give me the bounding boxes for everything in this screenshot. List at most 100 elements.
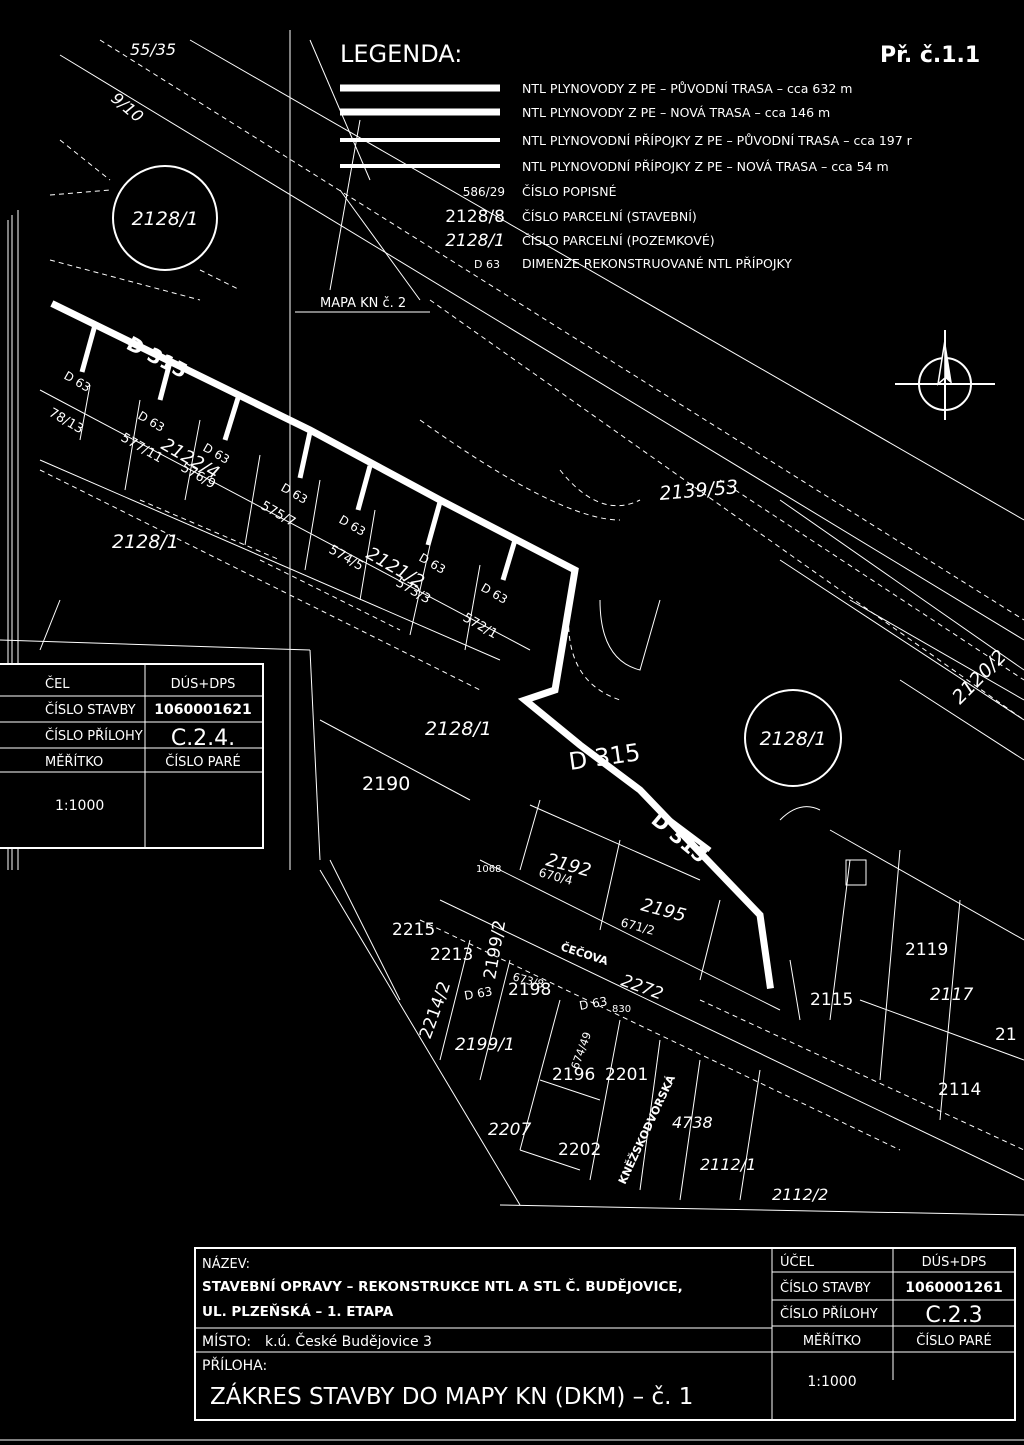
parcel-number: 9/10 bbox=[107, 89, 147, 127]
house-number: 577/11 bbox=[118, 430, 165, 466]
connection-label: D 63 bbox=[279, 480, 311, 506]
parcel-number: 2199/1 bbox=[455, 1035, 515, 1055]
parcel-number: 2190 bbox=[362, 773, 410, 795]
gas-connection bbox=[668, 818, 712, 852]
title-scale-value: 1:1000 bbox=[807, 1374, 856, 1390]
parcel-circle-label: 2128/1 bbox=[132, 208, 199, 230]
parcel-boundaries bbox=[0, 30, 1024, 1216]
parcel-number: 2213 bbox=[430, 945, 473, 965]
parcel-number: 2272 bbox=[618, 971, 665, 1005]
gas-main-route bbox=[50, 300, 774, 989]
left-table-value: C.2.4. bbox=[171, 726, 235, 751]
title-place-label: MÍSTO: bbox=[202, 1333, 251, 1350]
legend-symbol-building-parcel: 2128/8 bbox=[445, 207, 505, 227]
title-block: NÁZEV: STAVEBNÍ OPRAVY – REKONSTRUKCE NT… bbox=[194, 1247, 1016, 1421]
title-building-no-value: 1060001261 bbox=[905, 1280, 1002, 1296]
pipe-label: D 315 bbox=[647, 807, 712, 867]
gas-connection bbox=[425, 501, 443, 546]
north-arrow-icon bbox=[895, 330, 995, 420]
title-purpose-value: DÚS+DPS bbox=[922, 1254, 987, 1270]
connection-label: D 63 bbox=[337, 512, 369, 538]
left-table-label: MĚŘÍTKO bbox=[45, 754, 103, 770]
legend-title: LEGENDA: bbox=[340, 40, 462, 68]
connection-label: D 63 bbox=[578, 994, 608, 1013]
parcel-number: 2112/1 bbox=[700, 1155, 756, 1174]
gas-connection bbox=[79, 324, 98, 373]
parcel-number: 2128/1 bbox=[425, 718, 492, 740]
legend-item-7: ČÍSLO PARCELNÍ (POZEMKOVÉ) bbox=[522, 233, 715, 248]
parcel-number: 2202 bbox=[558, 1140, 601, 1160]
title-attachment-no-label: ČÍSLO PŘÍLOHY bbox=[780, 1306, 878, 1322]
left-title-table: ČEL DÚS+DPS ČÍSLO STAVBY 1060001621 ČÍSL… bbox=[0, 663, 264, 849]
connection-label: D 63 bbox=[62, 368, 94, 394]
parcel-number: 2215 bbox=[392, 920, 435, 940]
parcel-number: 2196 bbox=[552, 1065, 595, 1085]
parcel-number: 2114 bbox=[938, 1080, 981, 1100]
street-label-cecova: ČEČOVA bbox=[559, 940, 610, 968]
gas-pipeline bbox=[50, 300, 774, 989]
sheet-mark: Př. č.1.1 bbox=[880, 43, 980, 68]
legend-item-4: NTL PLYNOVODNÍ PŘÍPOJKY Z PE – NOVÁ TRAS… bbox=[522, 159, 889, 174]
parcel-circle bbox=[744, 689, 842, 787]
parcel-number: 2198 bbox=[508, 980, 551, 1000]
parcel-number: 4738 bbox=[672, 1113, 713, 1132]
parcel-number: 21 bbox=[995, 1025, 1017, 1045]
connection-label: D 63 bbox=[479, 580, 511, 606]
connection-label: D 63 bbox=[136, 408, 168, 434]
left-table-label: ČÍSLO STAVBY bbox=[45, 702, 136, 718]
gas-connection bbox=[157, 361, 173, 401]
parcel-number: 2119 bbox=[905, 940, 948, 960]
left-table-value: ČÍSLO PARÉ bbox=[165, 754, 240, 770]
street-label-knezskodvorska: KNĚŽSKODVORSKÁ bbox=[616, 1073, 678, 1187]
gas-connection bbox=[355, 465, 373, 511]
title-attachment-no-value: C.2.3 bbox=[925, 1303, 982, 1328]
legend-item-6: ČÍSLO PARCELNÍ (STAVEBNÍ) bbox=[522, 209, 697, 224]
legend-symbol-land-parcel: 2128/1 bbox=[445, 231, 505, 251]
parcel-number: 2201 bbox=[605, 1065, 648, 1085]
gas-connection bbox=[500, 539, 518, 581]
parcel-number: 78/13 bbox=[46, 405, 86, 437]
left-table-label: ČÍSLO PŘÍLOHY bbox=[45, 728, 143, 744]
title-name-label: NÁZEV: bbox=[202, 1256, 250, 1272]
gas-connection bbox=[297, 431, 313, 479]
title-place-value: k.ú. České Budějovice 3 bbox=[265, 1332, 432, 1350]
legend-symbol-house-no: 586/29 bbox=[463, 185, 505, 199]
title-name-line1: STAVEBNÍ OPRAVY – REKONSTRUKCE NTL A STL… bbox=[202, 1277, 683, 1295]
title-attachment-value: ZÁKRES STAVBY DO MAPY KN (DKM) – č. 1 bbox=[210, 1382, 693, 1410]
map-reference: MAPA KN č. 2 bbox=[320, 296, 406, 311]
parcel-number: 2115 bbox=[810, 990, 853, 1010]
gas-connection bbox=[222, 397, 241, 441]
parcel-number: 55/35 bbox=[130, 40, 176, 59]
left-table-value: 1060001621 bbox=[154, 702, 251, 718]
parcel-circle bbox=[112, 165, 218, 271]
parcel-number: 2207 bbox=[488, 1120, 531, 1140]
parcel-number: 2112/2 bbox=[772, 1185, 828, 1204]
connection-label: D 63 bbox=[463, 984, 493, 1003]
parcel-number: 2128/1 bbox=[112, 531, 179, 553]
title-name-line2: UL. PLZEŇSKÁ – 1. ETAPA bbox=[202, 1303, 394, 1320]
legend-item-1: NTL PLYNOVODY Z PE – PŮVODNÍ TRASA – cca… bbox=[522, 81, 852, 96]
house-number: 574/5 bbox=[326, 542, 366, 574]
parcel-circle-label: 2128/1 bbox=[760, 728, 827, 750]
pipe-label: D 315 bbox=[123, 331, 192, 383]
parcel-number: 2214/2 bbox=[416, 979, 455, 1042]
house-number: 572/1 bbox=[460, 610, 500, 642]
parcel-number: 2117 bbox=[930, 985, 973, 1005]
legend-item-3: NTL PLYNOVODNÍ PŘÍPOJKY Z PE – PŮVODNÍ T… bbox=[522, 133, 913, 148]
legend-item-8: DIMENZE REKONSTRUOVANÉ NTL PŘÍPOJKY bbox=[522, 256, 792, 271]
left-table-label: ČEL bbox=[45, 676, 70, 692]
legend-item-5: ČÍSLO POPISNÉ bbox=[522, 184, 617, 199]
title-scale-label: MĚŘÍTKO bbox=[803, 1333, 861, 1349]
house-number: 575/7 bbox=[258, 498, 298, 530]
legend-symbol-dimension: D 63 bbox=[474, 258, 500, 271]
house-number: 1068 bbox=[476, 864, 501, 875]
left-table-scale: 1:1000 bbox=[55, 798, 104, 814]
legend-item-2: NTL PLYNOVODY Z PE – NOVÁ TRASA – cca 14… bbox=[522, 105, 830, 120]
parcel-number: 2120/2 bbox=[948, 646, 1011, 709]
title-copy-no-label: ČÍSLO PARÉ bbox=[916, 1333, 991, 1349]
title-building-no-label: ČÍSLO STAVBY bbox=[780, 1280, 871, 1296]
house-number: 830 bbox=[612, 1004, 631, 1015]
title-attachment-label: PŘÍLOHA: bbox=[202, 1357, 267, 1374]
legend: LEGENDA: Př. č.1.1 NTL PLYNOVODY Z PE – … bbox=[340, 40, 980, 271]
